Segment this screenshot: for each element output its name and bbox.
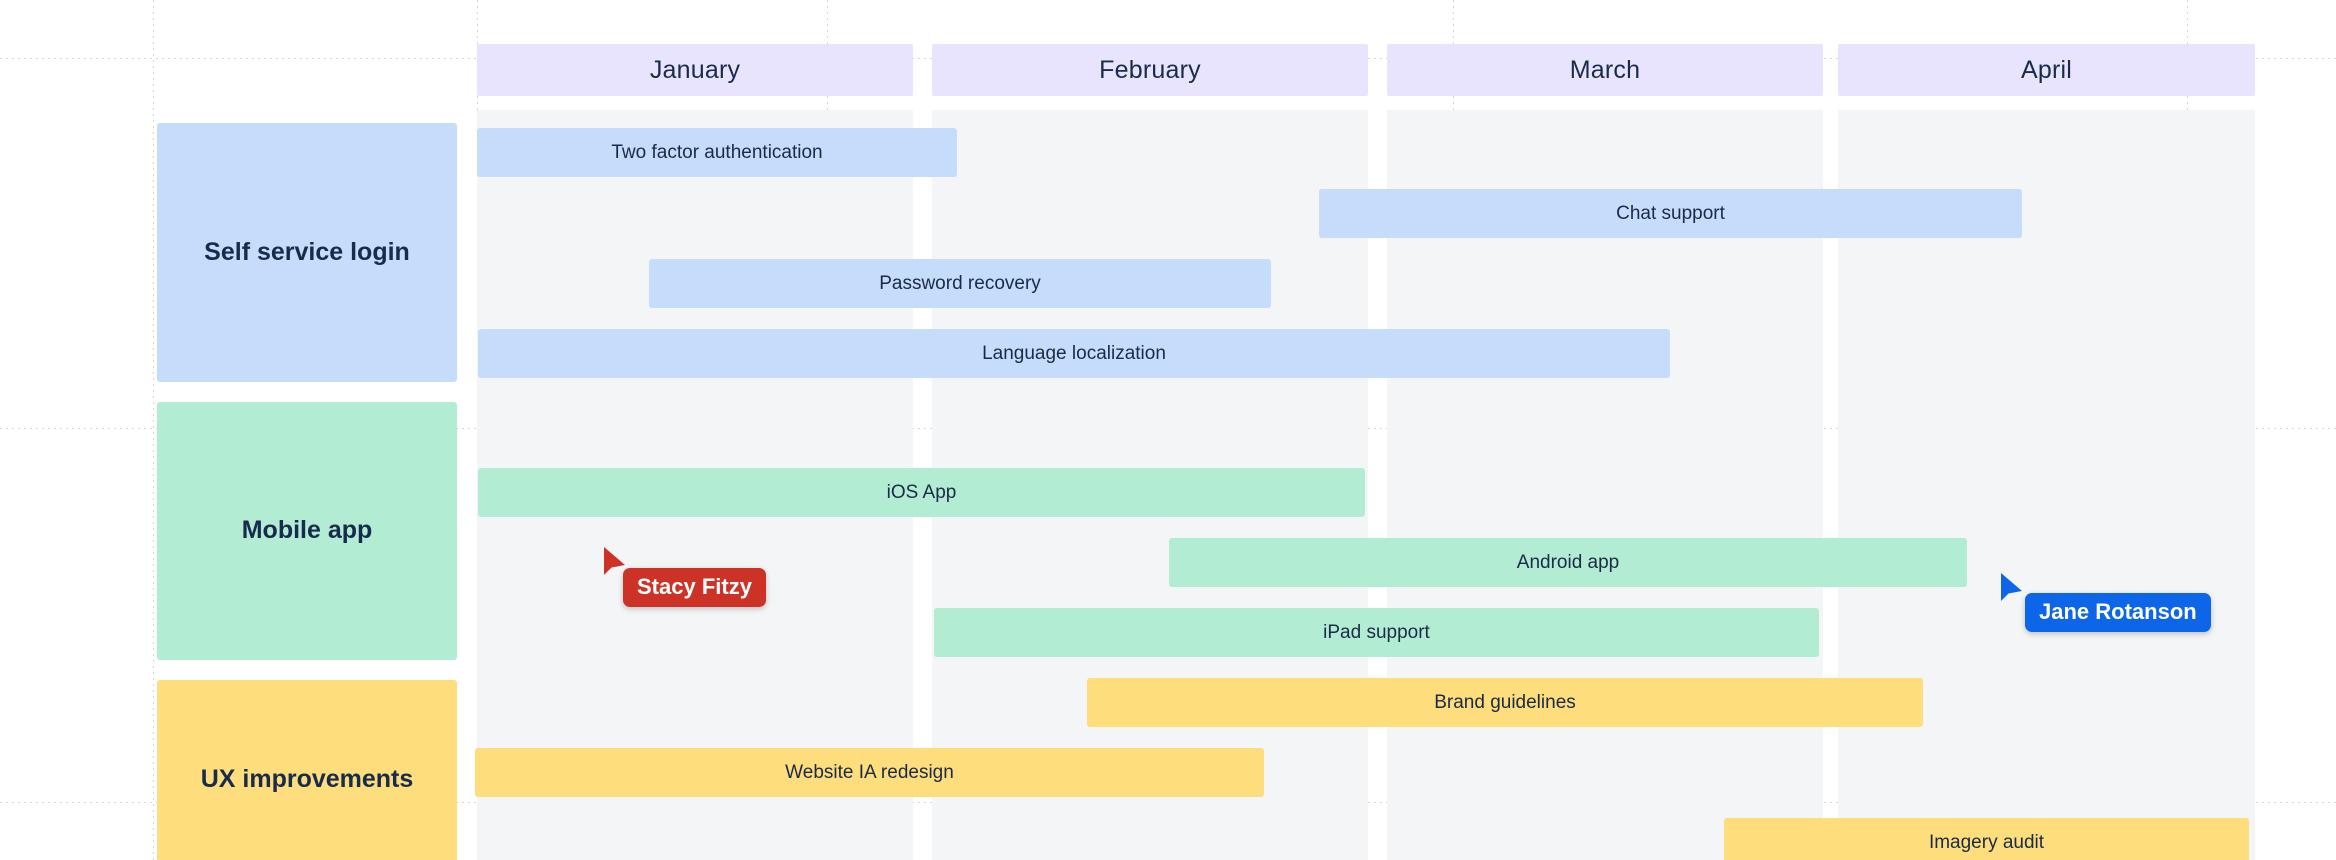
task-bar-brand-guidelines[interactable]: Brand guidelines: [1087, 678, 1923, 727]
guide-vertical-0: [153, 0, 154, 860]
task-bar-password-recovery[interactable]: Password recovery: [649, 259, 1271, 308]
task-bar-imagery-audit[interactable]: Imagery audit: [1724, 818, 2249, 860]
task-bar-ios-app[interactable]: iOS App: [478, 468, 1365, 517]
month-header-march[interactable]: March: [1387, 44, 1823, 96]
swimlane-label-mobile-app[interactable]: Mobile app: [157, 402, 457, 660]
task-bar-website-ia-redesign[interactable]: Website IA redesign: [475, 748, 1264, 797]
swimlane-label-self-service-login[interactable]: Self service login: [157, 123, 457, 382]
month-header-january[interactable]: January: [477, 44, 913, 96]
swimlane-label-ux-improvements[interactable]: UX improvements: [157, 680, 457, 860]
cursor-name-label: Jane Rotanson: [2025, 593, 2211, 633]
task-bar-ipad-support[interactable]: iPad support: [934, 608, 1819, 657]
task-bar-language-localization[interactable]: Language localization: [478, 329, 1670, 378]
month-header-february[interactable]: February: [932, 44, 1368, 96]
task-bar-android-app[interactable]: Android app: [1169, 538, 1967, 587]
cursor-name-label: Stacy Fitzy: [623, 568, 766, 608]
cursor-arrow-icon: [604, 547, 625, 575]
task-bar-two-factor-authentication[interactable]: Two factor authentication: [477, 128, 957, 177]
cursor-arrow-icon: [2001, 573, 2022, 601]
month-header-april[interactable]: April: [1838, 44, 2255, 96]
task-bar-chat-support[interactable]: Chat support: [1319, 189, 2022, 238]
